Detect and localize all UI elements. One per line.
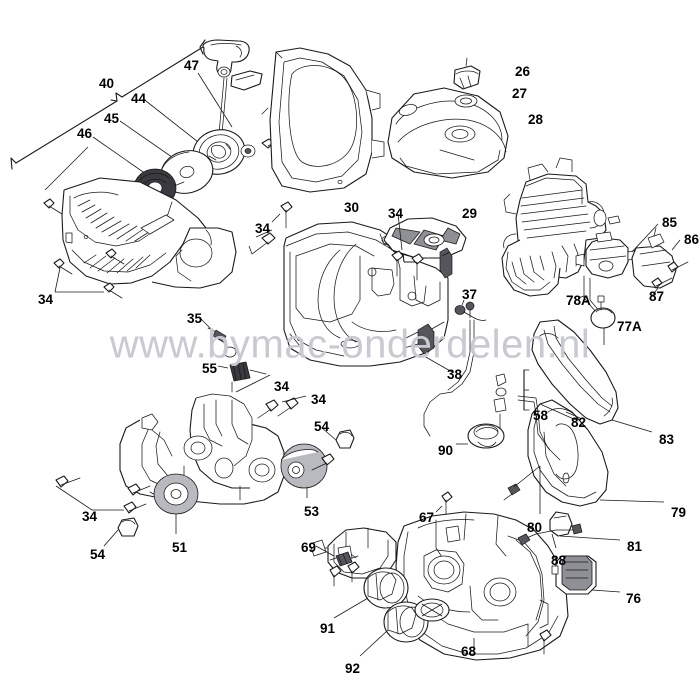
plug-54-left bbox=[103, 517, 139, 547]
callout-76: 76 bbox=[626, 591, 642, 606]
callout-34-b: 34 bbox=[388, 206, 404, 221]
primer-knob-37 bbox=[454, 299, 487, 321]
handle-bracket-51 bbox=[119, 393, 285, 534]
callout-68: 68 bbox=[461, 644, 477, 659]
callout-58: 58 bbox=[533, 408, 549, 423]
callout-38: 38 bbox=[447, 367, 463, 382]
switch-76 bbox=[551, 555, 621, 595]
callout-55: 55 bbox=[202, 361, 218, 376]
fuel-line-parts-58 bbox=[493, 369, 530, 438]
callout-67: 67 bbox=[419, 510, 435, 525]
handle-shell-79 bbox=[527, 399, 665, 507]
throttle-rod-82 bbox=[517, 395, 577, 461]
screws-34-left bbox=[43, 198, 125, 299]
screws-34-middle bbox=[271, 201, 424, 281]
callout-30: 30 bbox=[344, 200, 360, 215]
callout-69: 69 bbox=[301, 540, 317, 555]
spring-69 bbox=[315, 545, 360, 587]
callout-79: 79 bbox=[671, 505, 687, 520]
fuel-cap-26 bbox=[453, 57, 481, 90]
top-cover-28 bbox=[387, 87, 509, 179]
callout-34-a: 34 bbox=[255, 221, 271, 236]
fuel-filter-90 bbox=[423, 301, 505, 449]
choke-lever-38 bbox=[401, 247, 453, 373]
bolt-80 bbox=[503, 465, 541, 514]
callout-40: 40 bbox=[99, 76, 115, 91]
callout-54-a: 54 bbox=[314, 419, 330, 434]
oil-cap-91 bbox=[333, 567, 409, 619]
screw-67 bbox=[435, 491, 453, 515]
callout-34-c: 34 bbox=[38, 292, 54, 307]
callout-86: 86 bbox=[684, 232, 700, 247]
callout-37: 37 bbox=[462, 287, 478, 302]
fan-housing bbox=[261, 47, 385, 193]
callout-80: 80 bbox=[527, 520, 543, 535]
callout-45: 45 bbox=[104, 111, 120, 126]
callout-82: 82 bbox=[571, 415, 587, 430]
callout-54-b: 54 bbox=[90, 547, 106, 562]
av-mount-53 bbox=[280, 443, 328, 498]
fuel-cap-seal-27 bbox=[454, 94, 478, 108]
callout-47: 47 bbox=[184, 58, 200, 73]
callout-90: 90 bbox=[438, 443, 454, 458]
callout-34-e: 34 bbox=[311, 392, 327, 407]
spring-55 bbox=[217, 361, 271, 393]
callout-46: 46 bbox=[77, 126, 93, 141]
callout-29: 29 bbox=[462, 206, 478, 221]
callout-51: 51 bbox=[172, 540, 188, 555]
callout-28: 28 bbox=[528, 112, 544, 127]
callout-44: 44 bbox=[131, 91, 147, 106]
screws-87 bbox=[651, 261, 689, 297]
callout-88: 88 bbox=[551, 553, 567, 568]
engine-cylinder-assembly bbox=[501, 157, 621, 297]
callout-34-f: 34 bbox=[82, 509, 98, 524]
tank-housing-30 bbox=[283, 221, 449, 367]
spring-rod-35 bbox=[199, 317, 237, 358]
callout-81: 81 bbox=[627, 539, 643, 554]
tank-screws bbox=[539, 629, 552, 655]
plug-54-right bbox=[321, 427, 355, 449]
fuel-tank-68 bbox=[395, 511, 569, 661]
starter-rope-46 bbox=[218, 77, 228, 134]
callout-92: 92 bbox=[345, 661, 361, 676]
callout-77A: 77A bbox=[617, 319, 642, 334]
callout-53: 53 bbox=[304, 504, 320, 519]
fuel-cap-92 bbox=[359, 598, 450, 657]
callout-78A: 78A bbox=[566, 293, 591, 308]
starter-handle-47 bbox=[202, 39, 250, 78]
screws-34-bracket bbox=[55, 395, 335, 514]
callout-85: 85 bbox=[662, 215, 678, 230]
wires-88 bbox=[517, 523, 583, 549]
callout-91: 91 bbox=[320, 621, 336, 636]
rear-handle-83 bbox=[531, 319, 653, 433]
fan-housing-screw bbox=[248, 229, 276, 255]
exhaust-78A-77A bbox=[577, 275, 616, 345]
callout-35: 35 bbox=[187, 311, 203, 326]
group-bracket-40 bbox=[10, 39, 206, 170]
callout-83: 83 bbox=[659, 432, 675, 447]
air-duct-cap bbox=[230, 70, 263, 91]
starter-cover-housing-40 bbox=[61, 177, 237, 289]
starter-pulley-45 bbox=[192, 129, 246, 175]
callout-27: 27 bbox=[512, 86, 528, 101]
intake-manifold-86 bbox=[631, 227, 689, 297]
callout-34-d: 34 bbox=[274, 379, 290, 394]
callout-26: 26 bbox=[515, 64, 531, 79]
bracket-81 bbox=[549, 511, 621, 541]
callout-87: 87 bbox=[649, 289, 665, 304]
air-filter-29 bbox=[383, 217, 467, 259]
